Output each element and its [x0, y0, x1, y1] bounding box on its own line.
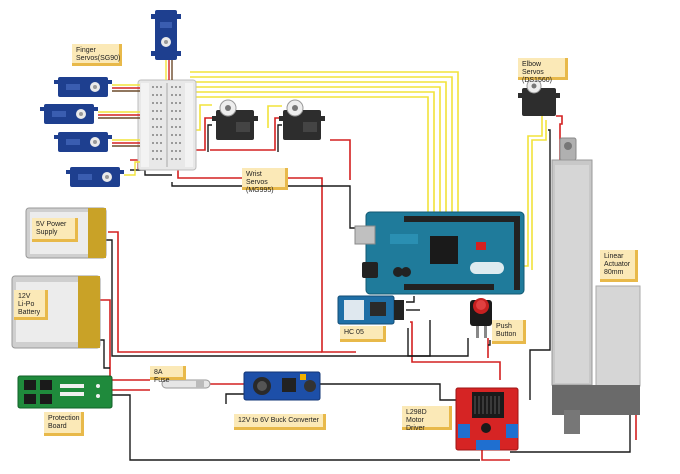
elbow-servo — [518, 78, 560, 116]
breadboard — [137, 79, 197, 171]
label-finger-servos: Finger Servos(SG90) — [72, 44, 122, 66]
protection-board — [17, 375, 113, 409]
label-lipo-battery: 12V Li-Po Battery — [14, 290, 48, 320]
label-motor-driver: L298D Motor Driver — [402, 406, 452, 432]
finger-servo-2 — [40, 104, 98, 124]
label-push-button: Push Button — [492, 320, 526, 344]
push-button — [470, 298, 492, 338]
label-buck-converter: 12V to 6V Buck Converter — [234, 414, 326, 430]
fuse-8a — [161, 379, 211, 389]
finger-servo-4 — [66, 167, 124, 187]
buck-converter — [243, 371, 321, 401]
arduino-mega — [354, 211, 525, 295]
label-power-supply: 5V Power Supply — [32, 218, 78, 242]
label-protection-board: Protection Board — [44, 412, 84, 436]
label-elbow-servos: Elbow Servos (DS1560) — [518, 58, 568, 84]
finger-servo-leads — [98, 60, 173, 176]
label-hc05: HC 05 — [340, 326, 386, 342]
label-fuse: 8A Fuse — [150, 366, 186, 384]
hc05-module — [337, 295, 404, 325]
wrist-servo-1 — [212, 99, 258, 140]
wires-black — [96, 124, 631, 461]
wrist-servo-2 — [279, 99, 325, 140]
l298-motor-driver — [455, 387, 519, 451]
label-wrist-servos: Wrist Servos (MG995) — [242, 168, 288, 194]
finger-servo-top — [151, 10, 181, 60]
label-linear-actuator: Linear Actuator 80mm — [600, 250, 638, 282]
finger-servo-3 — [54, 132, 112, 152]
linear-actuator — [551, 137, 641, 434]
finger-servo-1 — [54, 77, 112, 97]
